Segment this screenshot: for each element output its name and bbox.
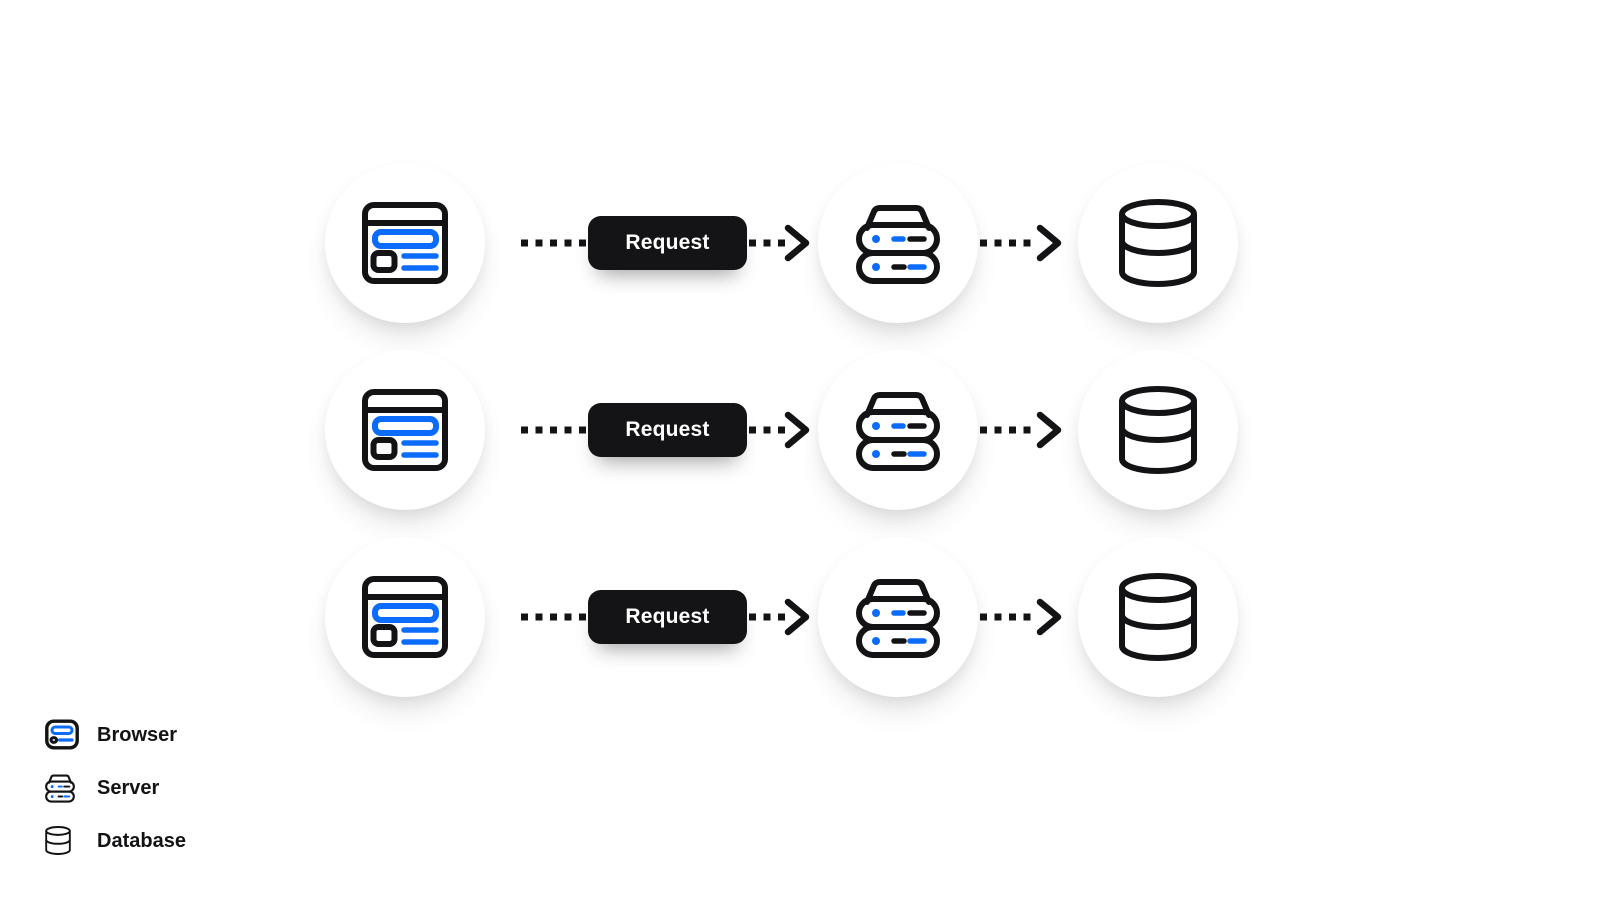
dashed-arrow-connector	[749, 411, 810, 449]
request-button[interactable]: Request	[588, 216, 747, 270]
database-icon	[1119, 573, 1197, 661]
dashed-connector	[521, 239, 587, 247]
server-icon	[45, 772, 79, 804]
database-icon	[45, 826, 79, 855]
flow-row: Request	[0, 163, 1600, 323]
server-icon	[856, 198, 940, 288]
dashed-arrow-connector	[980, 224, 1062, 262]
server-node	[818, 163, 978, 323]
flow-row: Request	[0, 537, 1600, 697]
dashed-arrow-connector	[749, 224, 810, 262]
legend-label: Database	[97, 829, 186, 852]
dashed-arrow-connector	[980, 411, 1062, 449]
legend-item-server: Server	[45, 772, 186, 804]
server-node	[818, 537, 978, 697]
server-icon	[856, 385, 940, 475]
browser-icon	[362, 202, 448, 284]
legend-item-browser: Browser	[45, 719, 186, 750]
database-node	[1078, 163, 1238, 323]
database-node	[1078, 537, 1238, 697]
database-icon	[1119, 199, 1197, 287]
browser-node	[325, 163, 485, 323]
browser-icon	[362, 389, 448, 471]
dashed-connector	[521, 426, 587, 434]
request-button-label: Request	[625, 418, 710, 441]
browser-node	[325, 537, 485, 697]
legend-label: Browser	[97, 723, 178, 746]
legend: Browser Server Database	[45, 719, 186, 855]
server-icon	[856, 572, 940, 662]
dashed-connector	[521, 613, 587, 621]
server-node	[818, 350, 978, 510]
database-node	[1078, 350, 1238, 510]
dashed-arrow-connector	[980, 598, 1062, 636]
legend-label: Server	[97, 777, 160, 799]
browser-node	[325, 350, 485, 510]
request-button-label: Request	[625, 231, 710, 254]
request-button[interactable]: Request	[588, 403, 747, 457]
browser-icon	[45, 719, 79, 750]
request-button[interactable]: Request	[588, 590, 747, 644]
request-button-label: Request	[625, 605, 710, 628]
dashed-arrow-connector	[749, 598, 810, 636]
browser-icon	[362, 576, 448, 658]
database-icon	[1119, 386, 1197, 474]
flow-row: Request	[0, 350, 1600, 510]
legend-item-database: Database	[45, 826, 186, 855]
